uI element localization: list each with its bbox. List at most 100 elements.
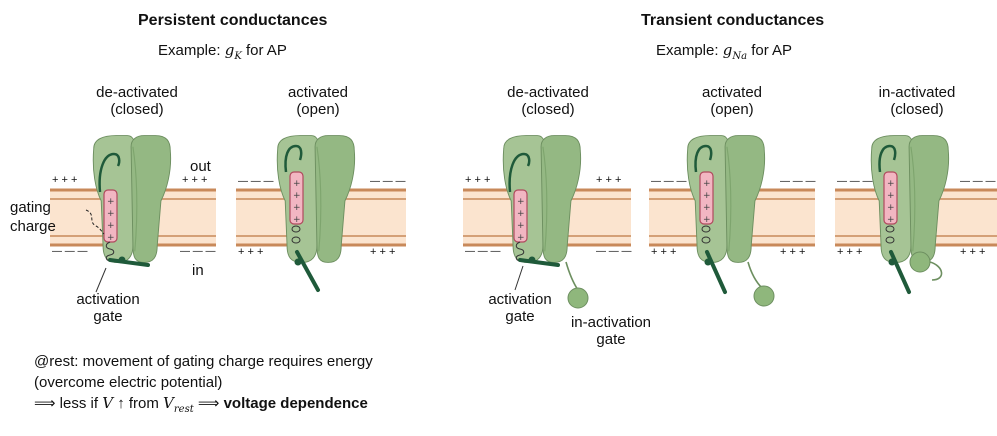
implies-symbol: ⟹ less if [34, 395, 103, 412]
activation-gate [108, 256, 150, 267]
out-label: out [190, 158, 211, 175]
transient-state-inactivated-label: in-activated (closed) [862, 84, 972, 119]
svg-text:+: + [887, 203, 895, 213]
vrest-var: V [163, 394, 174, 412]
voltage-sensor: + + + + [98, 152, 121, 262]
persistent-title: Persistent conductances [138, 12, 328, 29]
charge-out-plus: + + + [182, 174, 208, 186]
inactivation-gate [565, 261, 589, 309]
label-line: gate [596, 331, 626, 349]
svg-text:+: + [293, 215, 301, 225]
svg-text:+: + [887, 191, 895, 201]
in-label: in [192, 262, 204, 279]
svg-text:+: + [887, 215, 895, 225]
charge-in-plus: + + + [837, 246, 863, 258]
persistent-state-deactivated-label: de-activated (closed) [82, 84, 192, 119]
svg-text:+: + [703, 179, 711, 189]
inactivation-gate-label: in-activation gate [556, 314, 666, 349]
charge-in-plus: + + + [780, 246, 806, 258]
svg-text:+: + [517, 197, 525, 207]
transient-example: Example: gNa for AP [656, 41, 793, 63]
svg-text:+: + [517, 221, 525, 231]
gating-charge-label: gating charge [10, 199, 56, 237]
activation-gate [888, 250, 911, 294]
inactivation-gate [747, 261, 775, 307]
activation-gate [704, 250, 727, 294]
svg-text:+: + [703, 215, 711, 225]
label-line: charge [10, 217, 56, 235]
charge-out-plus: + + + [596, 174, 622, 186]
charge-out-minus: — — — [780, 176, 816, 187]
note-line: @rest: movement of gating charge require… [34, 353, 373, 370]
voltage-sensor: + + + + [878, 144, 898, 244]
charge-out-minus: — — — [370, 176, 406, 187]
persistent-example-suffix: for AP [241, 42, 287, 59]
persistent-example-prefix: Example: [158, 42, 225, 59]
voltage-sensor: + + + + [284, 144, 304, 244]
persistent-state-activated-label: activated (open) [263, 84, 373, 119]
voltage-dependence-text: voltage dependence [223, 395, 368, 412]
label-line: activated [701, 84, 763, 101]
charge-in-plus: + + + [238, 246, 264, 258]
note-line-voltage: ⟹ less if V ↑ from Vrest ⟹ voltage depen… [34, 393, 373, 417]
gating-charge-pointer [85, 209, 105, 235]
activation-gate-pointer [514, 265, 524, 291]
up-arrow-text: ↑ from [113, 395, 164, 412]
charge-out-plus: + + + [465, 174, 491, 186]
label-line: (open) [710, 101, 754, 119]
label-line: in-activation [570, 314, 652, 331]
voltage-sensor: + + + + [694, 144, 714, 244]
persistent-example: Example: gK for AP [158, 41, 287, 63]
persistent-example-var: g [224, 41, 235, 59]
transient-title: Transient conductances [641, 12, 825, 29]
label-line: activation [76, 291, 140, 308]
svg-text:+: + [517, 209, 525, 219]
implies-symbol: ⟹ [193, 395, 224, 412]
label-line: gate [93, 308, 123, 326]
transient-example-var: g [722, 41, 733, 59]
svg-text:+: + [107, 221, 115, 231]
vrest-sub: rest [173, 404, 194, 415]
charge-in-plus: + + + [651, 246, 677, 258]
transient-example-prefix: Example: [656, 42, 723, 59]
svg-text:+: + [293, 179, 301, 189]
label-line: activated [287, 84, 349, 101]
activation-gate [518, 256, 560, 267]
label-line: (closed) [890, 101, 944, 119]
svg-text:+: + [107, 209, 115, 219]
charge-in-minus: — — — [465, 246, 501, 257]
label-line: (closed) [521, 101, 575, 119]
label-line: (open) [296, 101, 340, 119]
charge-out-minus: — — — [651, 176, 687, 187]
svg-text:+: + [703, 203, 711, 213]
charge-in-plus: + + + [370, 246, 396, 258]
charge-out-plus: + + + [52, 174, 78, 186]
activation-gate-label: activation gate [58, 291, 158, 326]
charge-in-minus: — — — [180, 246, 216, 257]
voltage-var: V [102, 394, 114, 412]
charge-in-minus: — — — [52, 246, 88, 257]
label-line: activation [488, 291, 552, 308]
transient-example-suffix: for AP [747, 42, 793, 59]
charge-in-minus: — — — [596, 246, 632, 257]
svg-text:+: + [517, 233, 525, 243]
activation-gate [294, 250, 320, 292]
inactivation-gate [909, 251, 943, 281]
label-line: gating [10, 199, 51, 216]
label-line: de-activated [96, 84, 178, 101]
svg-text:+: + [293, 203, 301, 213]
charge-out-minus: — — — [960, 176, 996, 187]
svg-text:+: + [887, 179, 895, 189]
persistent-example-sub: K [234, 51, 242, 62]
svg-text:+: + [703, 191, 711, 201]
label-line: in-activated [878, 84, 956, 101]
transient-state-deactivated-label: de-activated (closed) [493, 84, 603, 119]
label-line: (closed) [110, 101, 164, 119]
note-line: (overcome electric potential) [34, 374, 223, 391]
label-line: de-activated [507, 84, 589, 101]
svg-text:+: + [107, 197, 115, 207]
svg-text:+: + [107, 233, 115, 243]
note-block: @rest: movement of gating charge require… [34, 351, 373, 417]
svg-text:+: + [293, 191, 301, 201]
